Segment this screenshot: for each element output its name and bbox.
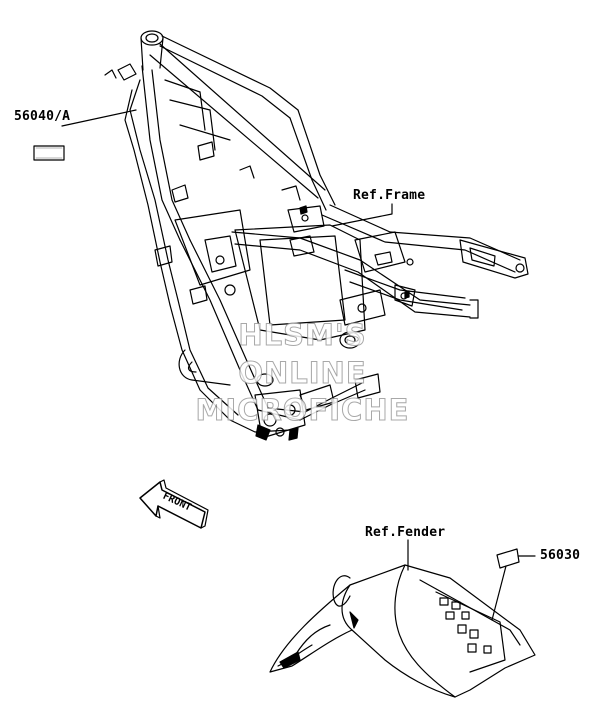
motorcycle-frame (104, 30, 529, 441)
label-56040-tag-icon (33, 145, 65, 161)
callout-ref-fender: Ref.Fender (365, 525, 446, 540)
leader-ref-frame (331, 203, 393, 227)
leader-56030-to-fender (491, 565, 507, 621)
front-arrow-icon (139, 479, 209, 529)
rear-fender (269, 564, 536, 698)
callout-56030: 56030 (540, 548, 581, 563)
leader-56040 (61, 109, 137, 127)
callout-ref-frame: Ref.Frame (353, 188, 426, 203)
callout-56040: 56040/A (14, 109, 71, 124)
label-56030-tag-icon (496, 548, 520, 569)
